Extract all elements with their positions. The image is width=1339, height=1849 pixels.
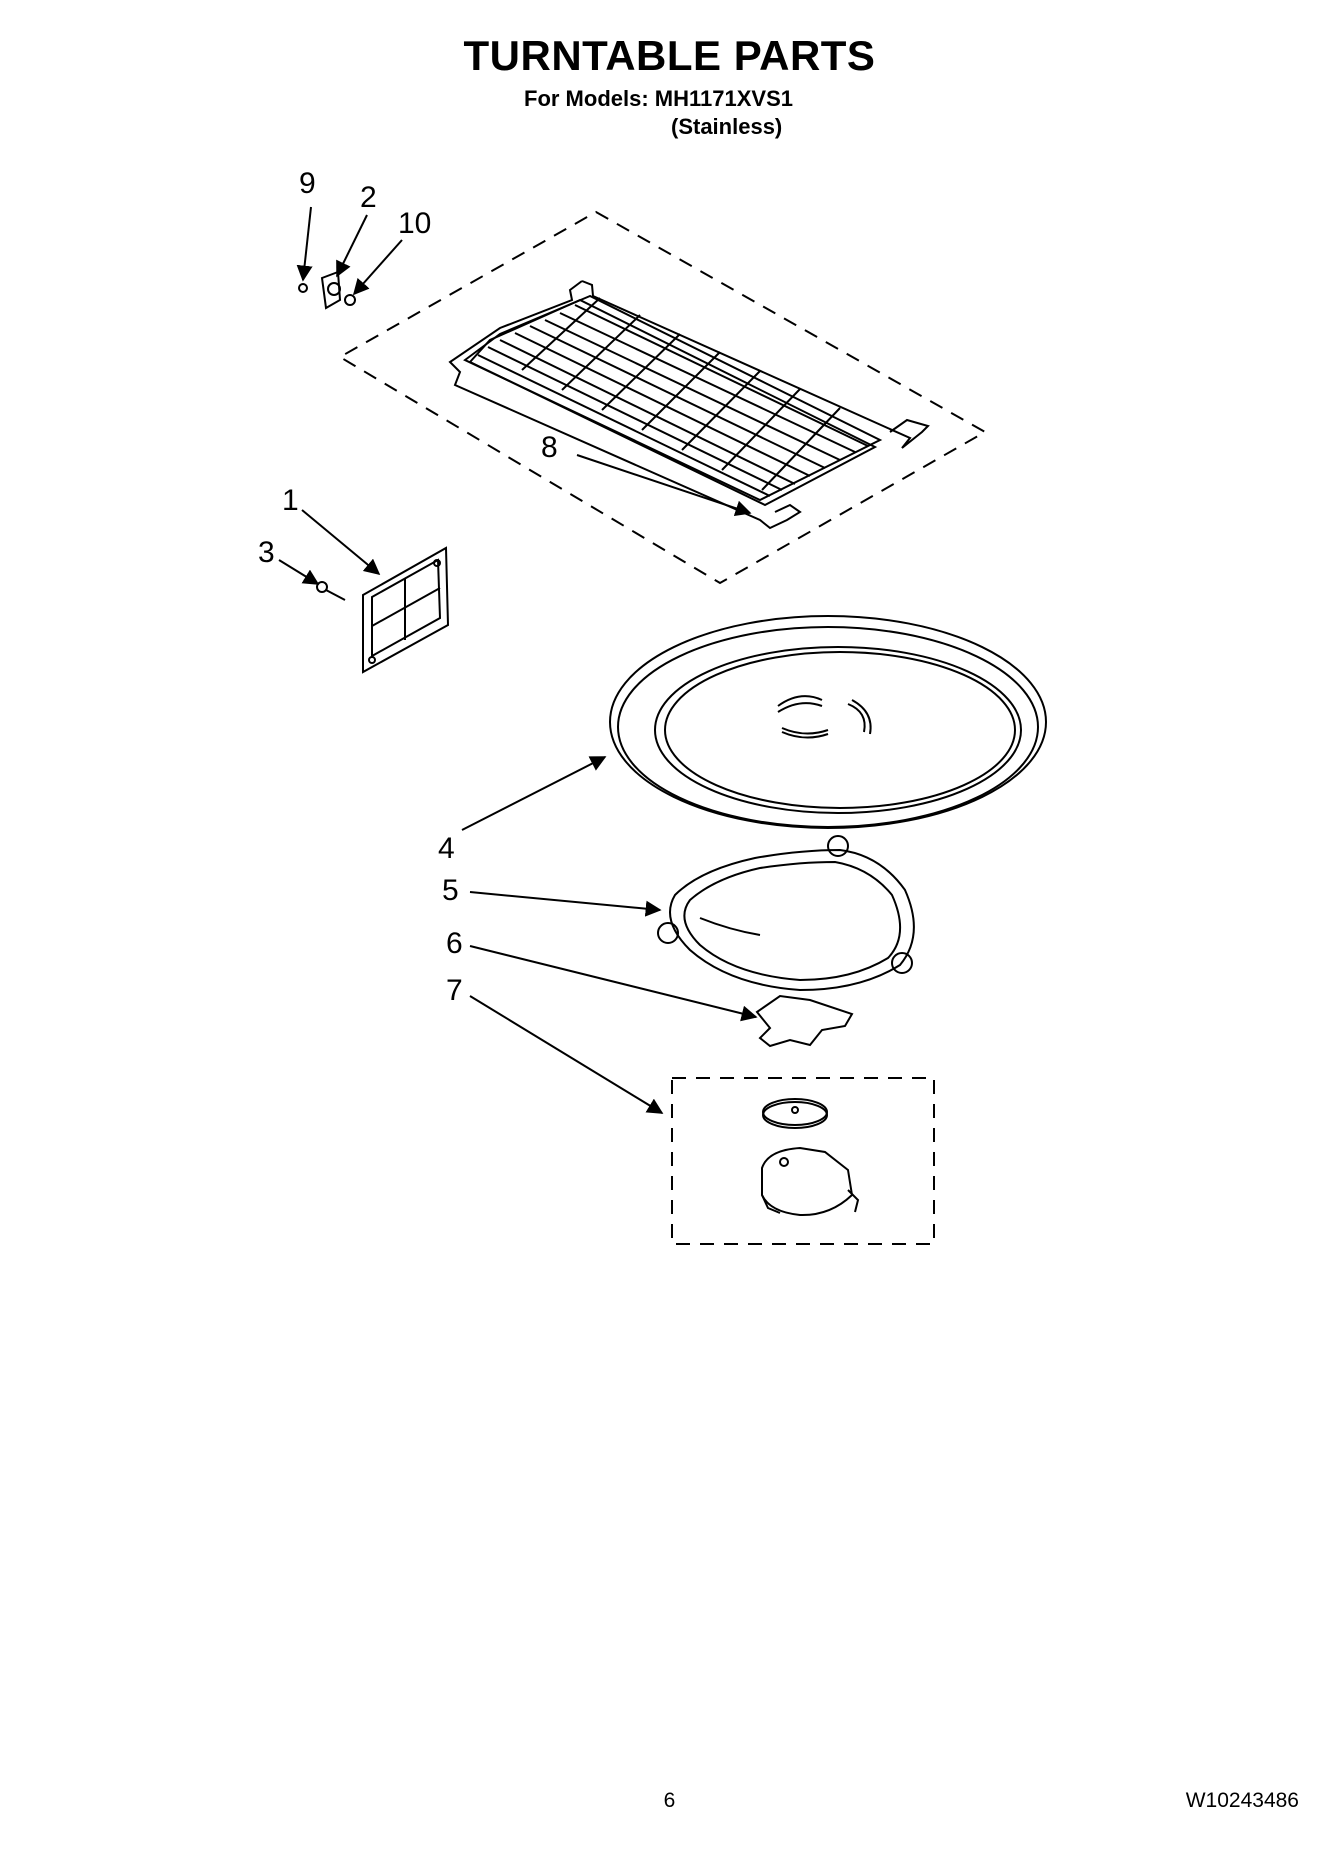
- callout-10: 10: [398, 207, 431, 240]
- page-title: TURNTABLE PARTS: [463, 32, 876, 79]
- waveguide-cover: [362, 546, 450, 674]
- rack-dashed-outline: [338, 210, 988, 585]
- leader-4: [461, 756, 607, 831]
- leader-9: [296, 206, 313, 282]
- callout-9: 9: [299, 167, 316, 200]
- callout-1: 1: [282, 484, 299, 517]
- callout-labels: 9 2 10 8 1 3 4 5 6 7: [258, 167, 558, 1007]
- callout-8: 8: [541, 431, 558, 464]
- callout-7: 7: [446, 974, 463, 1007]
- motor-dashed-outline: [671, 1077, 935, 1245]
- finish-line: (Stainless): [671, 114, 783, 139]
- screw-part-3: [316, 581, 346, 601]
- callout-6: 6: [446, 927, 463, 960]
- washer-part-10: [344, 294, 356, 306]
- coupler: [755, 994, 854, 1048]
- callout-leaders: [278, 206, 758, 1114]
- leader-1: [301, 509, 381, 576]
- callout-2: 2: [360, 181, 377, 214]
- wire-rack: [448, 280, 930, 530]
- leader-8: [576, 454, 752, 517]
- leader-7: [469, 995, 664, 1114]
- leader-5: [469, 891, 662, 917]
- document-number: W10243486: [1185, 1789, 1299, 1812]
- page-number: 6: [663, 1789, 676, 1812]
- callout-3: 3: [258, 536, 275, 569]
- roller-ring: [657, 835, 915, 992]
- leader-10: [352, 239, 403, 296]
- bracket-part-2: [320, 270, 342, 310]
- turntable-motor: [761, 1098, 860, 1217]
- callout-4: 4: [438, 832, 455, 865]
- leader-6: [469, 945, 758, 1022]
- models-line: For Models: MH1171XVS1: [524, 86, 793, 111]
- leader-2: [336, 214, 368, 278]
- screw-part-9: [298, 283, 308, 293]
- callout-5: 5: [442, 874, 459, 907]
- leader-3: [278, 559, 320, 585]
- turntable-tray: [609, 615, 1047, 829]
